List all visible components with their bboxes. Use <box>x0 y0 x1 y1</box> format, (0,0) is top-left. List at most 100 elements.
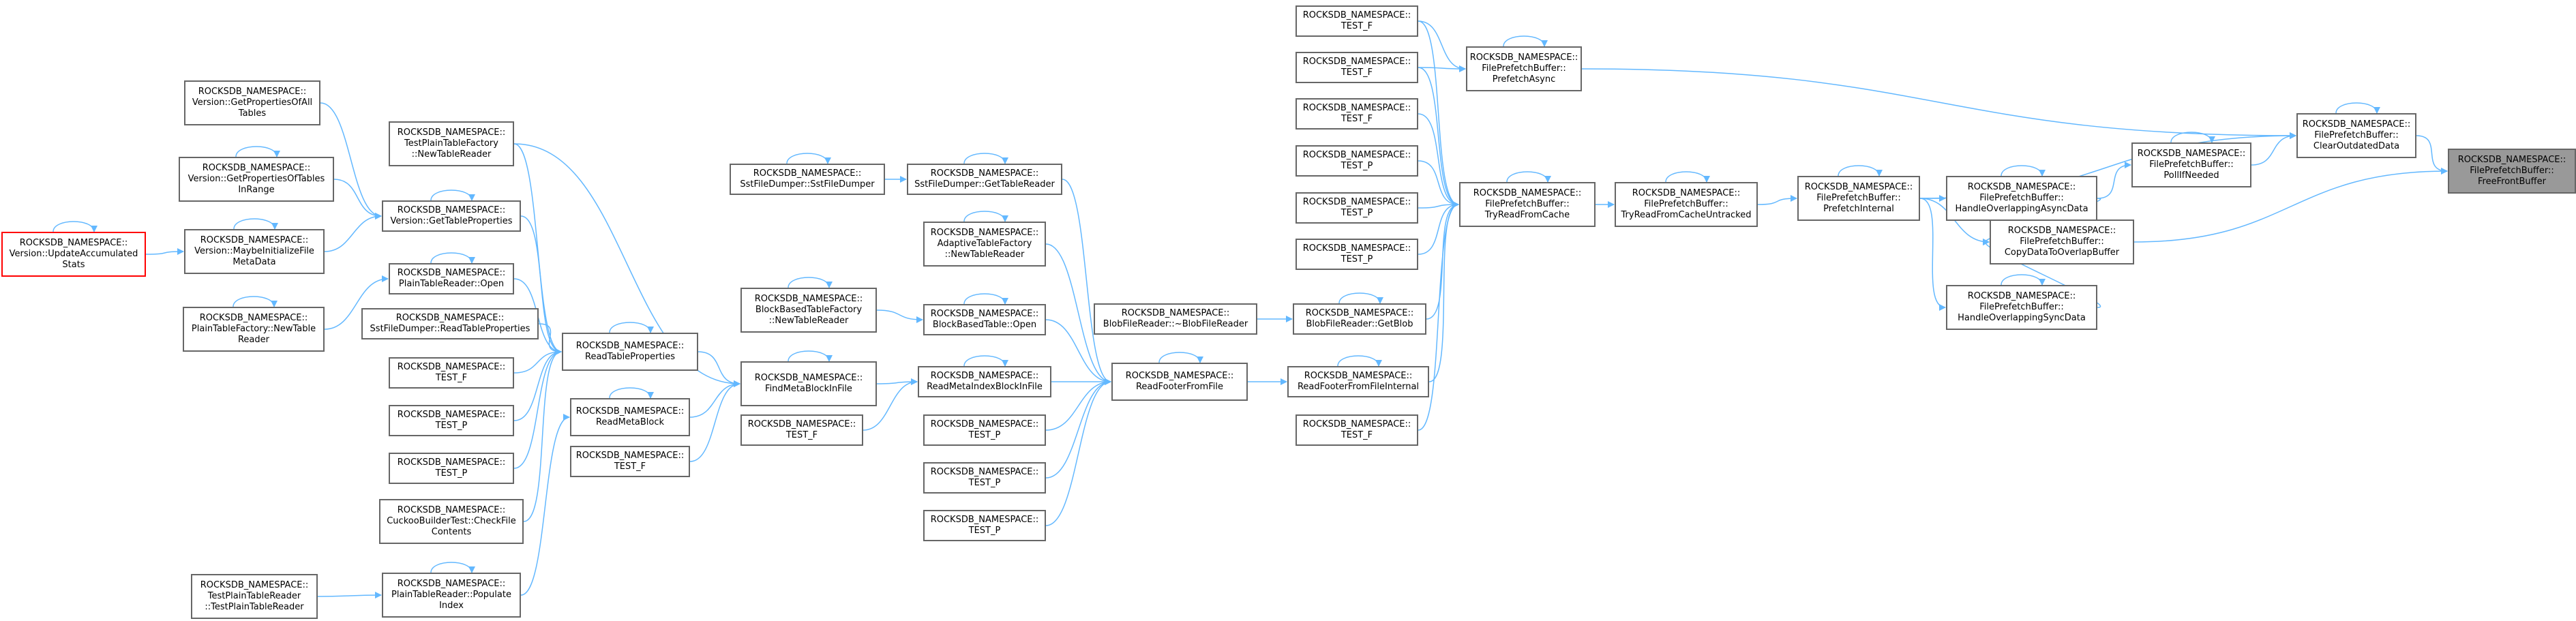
node-test-f[interactable]: ROCKSDB_NAMESPACE:: TEST_F <box>1296 52 1418 83</box>
call-edge <box>1428 201 1459 382</box>
node-sst-file-dumper-ctor[interactable]: ROCKSDB_NAMESPACE:: SstFileDumper::SstFi… <box>730 164 885 195</box>
node-handle-overlapping-async-data[interactable]: ROCKSDB_NAMESPACE:: FilePrefetchBuffer::… <box>1946 176 2097 221</box>
call-edge <box>689 380 740 418</box>
node-label: ROCKSDB_NAMESPACE:: TEST_F <box>1302 10 1411 31</box>
node-prefetch-async[interactable]: ROCKSDB_NAMESPACE:: FilePrefetchBuffer::… <box>1466 46 1582 91</box>
node-sst-file-dumper-read-table-properties[interactable]: ROCKSDB_NAMESPACE:: SstFileDumper::ReadT… <box>361 308 539 339</box>
node-test-f[interactable]: ROCKSDB_NAMESPACE:: TEST_F <box>1296 414 1418 446</box>
node-label: ROCKSDB_NAMESPACE:: TEST_P <box>397 457 506 479</box>
call-edge <box>333 179 382 219</box>
node-sst-file-dumper-get-table-reader[interactable]: ROCKSDB_NAMESPACE:: SstFileDumper::GetTa… <box>907 164 1062 195</box>
node-label: ROCKSDB_NAMESPACE:: Version::UpdateAccum… <box>9 238 138 270</box>
node-test-f[interactable]: ROCKSDB_NAMESPACE:: TEST_F <box>570 446 690 477</box>
node-test-plain-table-reader-ctor[interactable]: ROCKSDB_NAMESPACE:: TestPlainTableReader… <box>191 574 318 619</box>
node-handle-overlapping-sync-data[interactable]: ROCKSDB_NAMESPACE:: FilePrefetchBuffer::… <box>1946 285 2097 330</box>
node-adaptive-table-factory-new-table-reader[interactable]: ROCKSDB_NAMESPACE:: AdaptiveTableFactory… <box>923 222 1046 267</box>
node-label: ROCKSDB_NAMESPACE:: TestPlainTableReader… <box>200 580 309 612</box>
node-test-p[interactable]: ROCKSDB_NAMESPACE:: TEST_P <box>923 510 1046 541</box>
node-version-get-properties-of-all-tables[interactable]: ROCKSDB_NAMESPACE:: Version::GetProperti… <box>184 80 320 125</box>
node-label: ROCKSDB_NAMESPACE:: BlobFileReader::~Blo… <box>1103 308 1248 329</box>
self-loop-edge <box>1503 35 1548 47</box>
node-label: ROCKSDB_NAMESPACE:: ReadFooterFromFileIn… <box>1297 371 1420 392</box>
node-label: ROCKSDB_NAMESPACE:: TEST_F <box>575 451 685 472</box>
self-loop-edge <box>235 146 280 157</box>
self-loop-edge <box>2335 102 2380 114</box>
call-edge <box>1418 113 1459 208</box>
call-edge <box>1045 243 1111 385</box>
node-read-meta-block[interactable]: ROCKSDB_NAMESPACE:: ReadMetaBlock <box>570 398 690 436</box>
self-loop-edge <box>963 355 1008 367</box>
node-free-front-buffer[interactable]: ROCKSDB_NAMESPACE:: FilePrefetchBuffer::… <box>2448 149 2576 194</box>
call-edge <box>2097 162 2131 199</box>
node-label: ROCKSDB_NAMESPACE:: PlainTableReader::Op… <box>397 268 506 289</box>
node-test-p[interactable]: ROCKSDB_NAMESPACE:: TEST_P <box>389 405 514 436</box>
node-test-p[interactable]: ROCKSDB_NAMESPACE:: TEST_P <box>389 453 514 484</box>
self-loop-edge <box>1158 352 1203 363</box>
call-edge <box>876 378 918 386</box>
node-poll-if-needed[interactable]: ROCKSDB_NAMESPACE:: FilePrefetchBuffer::… <box>2131 142 2251 187</box>
node-label: ROCKSDB_NAMESPACE:: Version::GetProperti… <box>192 87 313 119</box>
node-find-meta-block-in-file[interactable]: ROCKSDB_NAMESPACE:: FindMetaBlockInFile <box>740 361 877 406</box>
call-edge <box>1418 201 1459 209</box>
node-block-based-table-open[interactable]: ROCKSDB_NAMESPACE:: BlockBasedTable::Ope… <box>923 304 1046 335</box>
call-edge <box>1045 378 1111 526</box>
node-clear-outdated-data[interactable]: ROCKSDB_NAMESPACE:: FilePrefetchBuffer::… <box>2296 113 2416 158</box>
node-label: ROCKSDB_NAMESPACE:: FilePrefetchBuffer::… <box>2004 226 2120 258</box>
node-test-f[interactable]: ROCKSDB_NAMESPACE:: TEST_F <box>740 414 863 446</box>
node-copy-data-to-overlap-buffer[interactable]: ROCKSDB_NAMESPACE:: FilePrefetchBuffer::… <box>1990 219 2134 264</box>
node-label: ROCKSDB_NAMESPACE:: BlockBasedTableFacto… <box>754 294 863 326</box>
node-test-p[interactable]: ROCKSDB_NAMESPACE:: TEST_P <box>923 462 1046 494</box>
call-edge <box>520 414 570 596</box>
node-read-meta-index-block-in-file[interactable]: ROCKSDB_NAMESPACE:: ReadMetaIndexBlockIn… <box>918 366 1051 397</box>
node-test-f[interactable]: ROCKSDB_NAMESPACE:: TEST_F <box>1296 98 1418 130</box>
call-edge <box>1418 201 1459 431</box>
node-label: ROCKSDB_NAMESPACE:: FindMetaBlockInFile <box>754 373 863 394</box>
node-version-get-properties-of-tables-in-range[interactable]: ROCKSDB_NAMESPACE:: Version::GetProperti… <box>179 157 334 202</box>
node-label: ROCKSDB_NAMESPACE:: Version::MaybeInitia… <box>194 235 314 267</box>
call-edge <box>317 592 382 599</box>
call-edge <box>1757 195 1797 205</box>
node-label: ROCKSDB_NAMESPACE:: FilePrefetchBuffer::… <box>1621 188 1752 220</box>
call-edge <box>698 351 740 387</box>
call-edge <box>1045 319 1111 385</box>
self-loop-edge <box>788 277 833 288</box>
node-label: ROCKSDB_NAMESPACE:: TEST_P <box>930 467 1039 488</box>
self-loop-edge <box>963 211 1008 222</box>
call-edge <box>520 215 562 355</box>
node-test-p[interactable]: ROCKSDB_NAMESPACE:: TEST_P <box>1296 192 1418 224</box>
node-blob-file-reader-destructor[interactable]: ROCKSDB_NAMESPACE:: BlobFileReader::~Blo… <box>1094 303 1257 335</box>
node-version-get-table-properties[interactable]: ROCKSDB_NAMESPACE:: Version::GetTablePro… <box>382 200 521 232</box>
call-edge <box>689 380 740 462</box>
node-plain-table-reader-populate-index[interactable]: ROCKSDB_NAMESPACE:: PlainTableReader::Po… <box>382 573 521 618</box>
node-test-plain-table-factory-new-table-reader[interactable]: ROCKSDB_NAMESPACE:: TestPlainTableFactor… <box>389 121 514 166</box>
node-test-f[interactable]: ROCKSDB_NAMESPACE:: TEST_F <box>1296 5 1418 37</box>
node-block-based-table-factory-new-table-reader[interactable]: ROCKSDB_NAMESPACE:: BlockBasedTableFacto… <box>740 288 877 333</box>
node-label: ROCKSDB_NAMESPACE:: TEST_P <box>930 515 1039 536</box>
node-version-update-accumulated-stats[interactable]: ROCKSDB_NAMESPACE:: Version::UpdateAccum… <box>1 232 146 277</box>
node-test-p[interactable]: ROCKSDB_NAMESPACE:: TEST_P <box>1296 239 1418 270</box>
node-prefetch-internal[interactable]: ROCKSDB_NAMESPACE:: FilePrefetchBuffer::… <box>1797 176 1920 221</box>
node-version-maybe-initialize-file-metadata[interactable]: ROCKSDB_NAMESPACE:: Version::MaybeInitia… <box>184 229 325 274</box>
node-plain-table-reader-open[interactable]: ROCKSDB_NAMESPACE:: PlainTableReader::Op… <box>389 263 514 294</box>
call-edge <box>1045 378 1111 479</box>
call-edge <box>2416 135 2448 175</box>
node-blob-file-reader-get-blob[interactable]: ROCKSDB_NAMESPACE:: BlobFileReader::GetB… <box>1293 303 1426 335</box>
call-edge <box>1418 20 1459 208</box>
self-loop-edge <box>233 218 278 230</box>
node-read-footer-from-file-internal[interactable]: ROCKSDB_NAMESPACE:: ReadFooterFromFileIn… <box>1287 366 1429 397</box>
self-loop-edge <box>963 293 1008 305</box>
node-test-p[interactable]: ROCKSDB_NAMESPACE:: TEST_P <box>1296 145 1418 177</box>
node-cuckoo-builder-test-check-file-contents[interactable]: ROCKSDB_NAMESPACE:: CuckooBuilderTest::C… <box>379 499 524 544</box>
call-edge <box>513 348 562 374</box>
node-plain-table-factory-new-table-reader[interactable]: ROCKSDB_NAMESPACE:: PlainTableFactory::N… <box>183 307 325 352</box>
node-try-read-from-cache[interactable]: ROCKSDB_NAMESPACE:: FilePrefetchBuffer::… <box>1459 182 1596 227</box>
node-label: ROCKSDB_NAMESPACE:: FilePrefetchBuffer::… <box>1958 291 2086 323</box>
node-read-footer-from-file[interactable]: ROCKSDB_NAMESPACE:: ReadFooterFromFile <box>1111 363 1248 401</box>
node-read-table-properties[interactable]: ROCKSDB_NAMESPACE:: ReadTableProperties <box>562 333 698 371</box>
node-test-p[interactable]: ROCKSDB_NAMESPACE:: TEST_P <box>923 414 1046 446</box>
node-test-f[interactable]: ROCKSDB_NAMESPACE:: TEST_F <box>389 357 514 389</box>
node-try-read-from-cache-untracked[interactable]: ROCKSDB_NAMESPACE:: FilePrefetchBuffer::… <box>1615 182 1758 227</box>
call-edge <box>2251 132 2296 166</box>
node-label: ROCKSDB_NAMESPACE:: FilePrefetchBuffer::… <box>1804 182 1913 214</box>
